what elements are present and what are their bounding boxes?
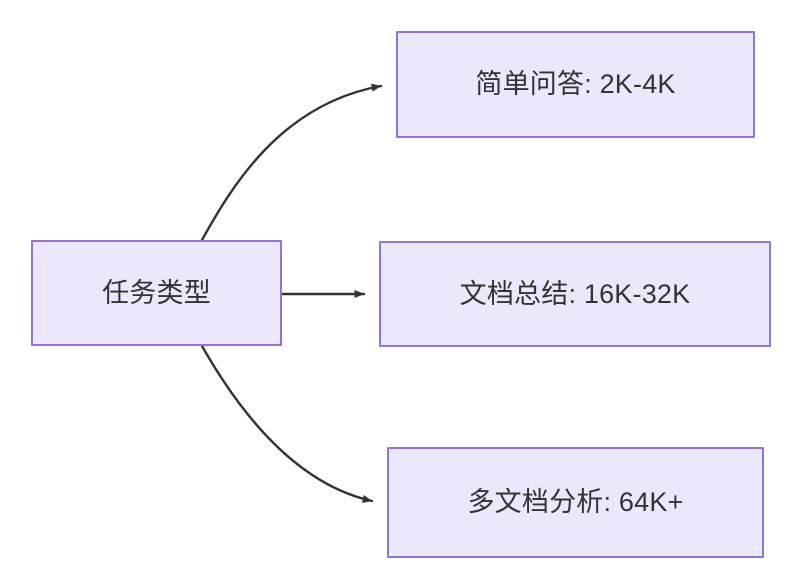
node-multi-doc-analysis[interactable]: 多文档分析: 64K+ bbox=[387, 447, 764, 558]
node-simple-qa[interactable]: 简单问答: 2K-4K bbox=[396, 31, 755, 138]
node-root-task-type[interactable]: 任务类型 bbox=[31, 240, 282, 346]
node-doc-summary[interactable]: 文档总结: 16K-32K bbox=[379, 241, 771, 347]
edge-root-to-multi-doc bbox=[200, 344, 374, 503]
node-simple-qa-label: 简单问答: 2K-4K bbox=[475, 69, 676, 100]
node-doc-summary-label: 文档总结: 16K-32K bbox=[459, 278, 691, 309]
node-multi-doc-label: 多文档分析: 64K+ bbox=[467, 487, 684, 518]
node-root-label: 任务类型 bbox=[102, 277, 211, 308]
edge-root-to-simple-qa bbox=[200, 83, 383, 242]
